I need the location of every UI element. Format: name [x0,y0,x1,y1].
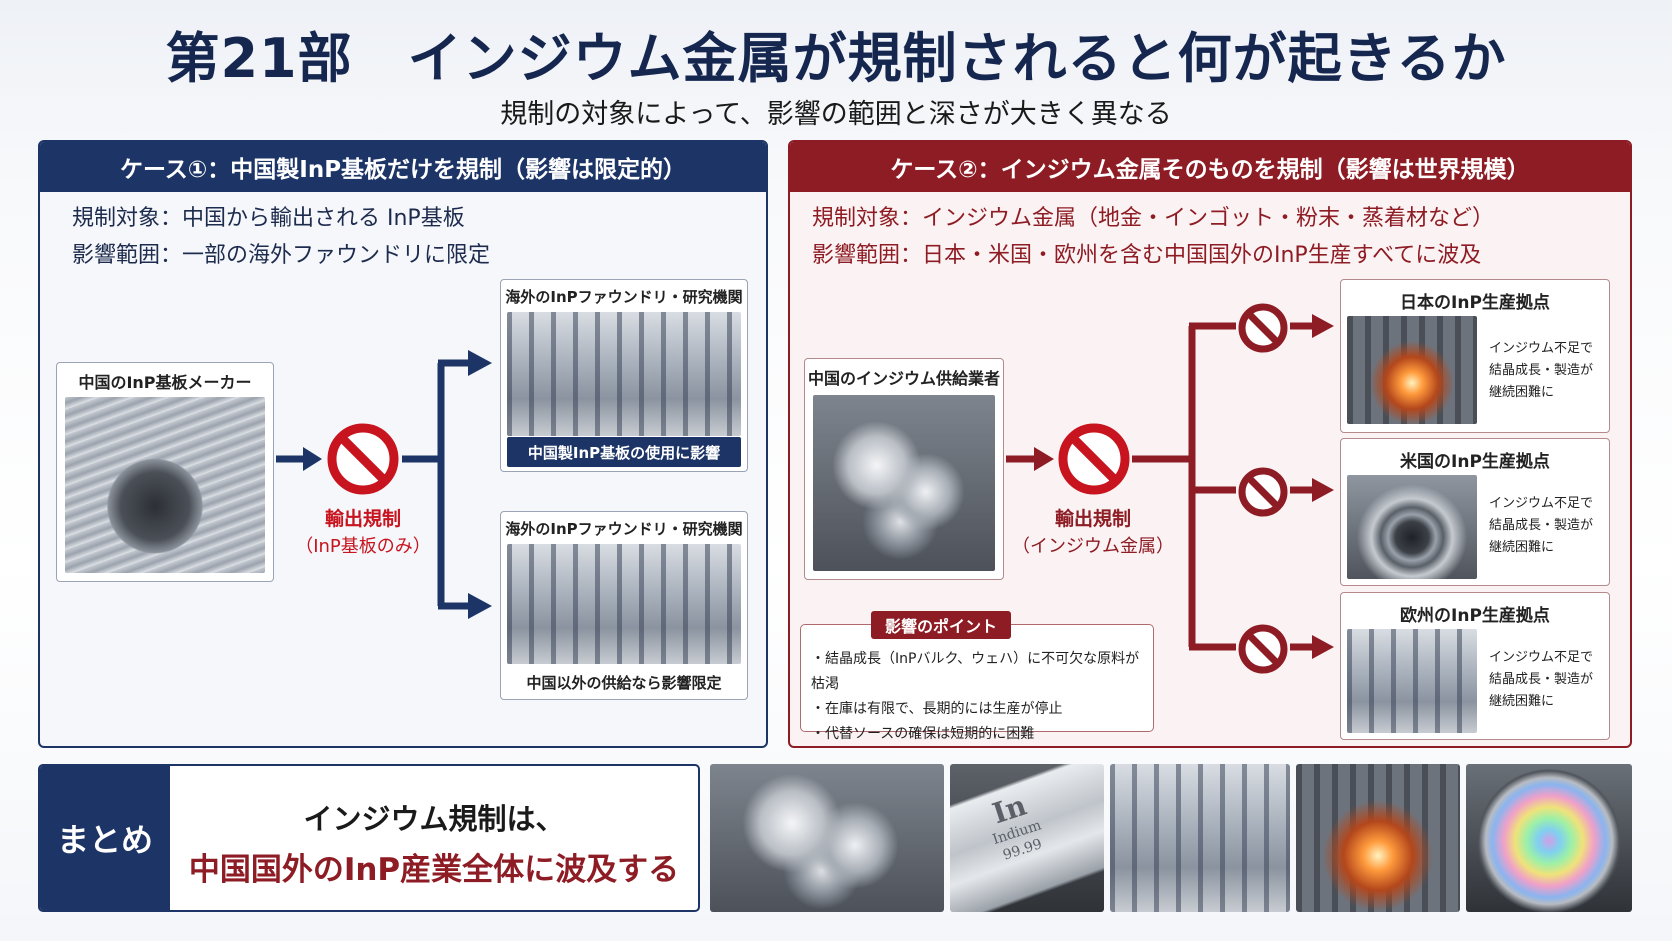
summary-line-2: 中国国外のInP産業全体に波及する [188,852,680,888]
case2-target: 規制対象：インジウム金属（地金・インゴット・粉末・蒸着材など） [812,206,1495,231]
case1-dest1-box: 海外のInPファウンドリ・研究機関 中国製InP基板の使用に影響 [500,279,748,472]
case1-dest1-label: 海外のInPファウンドリ・研究機関 [505,288,743,306]
dest-note-line: 継続困難に [1489,694,1555,709]
case2-header: ケース②：インジウム金属そのものを規制（影響は世界規模） [790,142,1630,192]
impact-points-list: ・結晶成長（InPバルク、ウェハ）に不可欠な原料が枯渇 ・在庫は有限で、長期的に… [811,647,1153,747]
ban-icon [1238,467,1288,517]
case2-dest-japan: 日本のInP生産拠点 インジウム不足で 結晶成長・製造が 継続困難に [1340,279,1610,433]
case2-info: 規制対象：インジウム金属（地金・インゴット・粉末・蒸着材など） 影響範囲：日本・… [812,200,1494,274]
strip-wafer-image [1466,764,1632,912]
summary-box: まとめ インジウム規制は、 中国国外のInP産業全体に波及する [38,764,700,912]
case1-branch-top-head [468,350,492,376]
dest-note-line: インジウム不足で [1489,341,1594,356]
chamber-image [1347,475,1477,579]
case2-dest-us: 米国のInP生産拠点 インジウム不足で 結晶成長・製造が 継続困難に [1340,438,1610,586]
case1-arrow-in-head [303,447,322,471]
ban-icon [1058,423,1130,495]
strip-indium-ingot-image: In Indium 99.99 [950,764,1104,912]
summary-tag: まとめ [40,766,170,910]
dest-note-line: 継続困難に [1489,385,1555,400]
case2-dest-europe: 欧州のInP生産拠点 インジウム不足で 結晶成長・製造が 継続困難に [1340,592,1610,740]
dest-label: 日本のInP生産拠点 [1400,293,1550,313]
case2-ban-label-1: 輸出規制 [1054,508,1131,530]
case1-scope: 影響範囲：一部の海外ファウンドリに限定 [72,243,491,268]
case2-branch-2-head [1312,478,1334,502]
case2-source-box: 中国のインジウム供給業者 [804,358,1004,580]
case2-source-label: 中国のインジウム供給業者 [807,369,1000,388]
dest-label: 米国のInP生産拠点 [1400,452,1550,472]
dest-note: インジウム不足で 結晶成長・製造が 継続困難に [1489,493,1593,559]
ban-icon [327,423,399,495]
case2-ban-label-2: （インジウム金属） [1012,536,1174,557]
impact-point: ・結晶成長（InPバルク、ウェハ）に不可欠な原料が枯渇 [811,651,1140,692]
case1-target: 規制対象：中国から輸出される InP基板 [72,206,465,231]
case1-ban-label-1: 輸出規制 [324,508,401,530]
dest-note-line: 継続困難に [1489,540,1555,555]
factory-image [507,544,741,664]
factory-image [1347,629,1477,733]
dest-note: インジウム不足で 結晶成長・製造が 継続困難に [1489,647,1593,713]
case1-ban-label: 輸出規制 （InP基板のみ） [290,506,436,560]
case2-arrow-in-head [1034,447,1054,471]
case2-ban-label: 輸出規制 （インジウム金属） [1010,506,1176,560]
case1-ban-label-2: （InP基板のみ） [295,536,431,557]
dest-note-line: インジウム不足で [1489,496,1594,511]
case2-branch-1-head [1312,314,1334,338]
impact-points-title: 影響のポイント [871,611,1011,639]
ban-icon [1238,624,1288,674]
dest-label: 欧州のInP生産拠点 [1400,606,1550,626]
case1-dest1-caption: 中国製InP基板の使用に影響 [507,437,741,467]
case1-source-box: 中国のInP基板メーカー [56,362,274,582]
dest-note: インジウム不足で 結晶成長・製造が 継続困難に [1489,338,1593,404]
dest-note-line: 結晶成長・製造が [1489,363,1594,378]
case2-branch-3-head [1312,635,1334,659]
page-subtitle: 規制の対象によって、影響の範囲と深さが大きく異なる [500,99,1172,130]
impact-point: ・代替ソースの確保は短期的に困難 [811,726,1035,742]
dest-note-line: インジウム不足で [1489,650,1594,665]
indium-metal-image [813,395,995,571]
strip-furnace-image [1296,764,1460,912]
summary-line-1: インジウム規制は、 [303,802,565,836]
ingot-stamp: In Indium 99.99 [981,788,1049,866]
case2-scope: 影響範囲：日本・米国・欧州を含む中国国外のInP生産すべてに波及 [812,243,1482,268]
case1-header: ケース①：中国製InP基板だけを規制（影響は限定的） [40,142,766,192]
case1-dest2-caption: 中国以外の供給なら影響限定 [526,674,722,692]
case1-dest2-label: 海外のInPファウンドリ・研究機関 [505,520,743,538]
ban-icon [1238,303,1288,353]
strip-factory-image [1110,764,1290,912]
impact-points-box: 影響のポイント ・結晶成長（InPバルク、ウェハ）に不可欠な原料が枯渇 ・在庫は… [800,611,1154,742]
impact-point: ・在庫は有限で、長期的には生産が停止 [811,701,1063,717]
case1-dest2-box: 海外のInPファウンドリ・研究機関 中国以外の供給なら影響限定 [500,511,748,700]
factory-image [507,312,741,436]
case1-source-label: 中国のInP基板メーカー [78,373,252,392]
strip-indium-pieces-image [710,764,944,912]
dest-note-line: 結晶成長・製造が [1489,518,1594,533]
case1-branch-bottom-head [468,593,492,619]
furnace-image [1347,316,1477,424]
wafer-image [65,397,265,573]
case1-info: 規制対象：中国から輸出される InP基板 影響範囲：一部の海外ファウンドリに限定 [72,200,490,274]
page-title: 第21部 インジウム金属が規制されると何が起きるか [165,27,1507,90]
dest-note-line: 結晶成長・製造が [1489,672,1594,687]
